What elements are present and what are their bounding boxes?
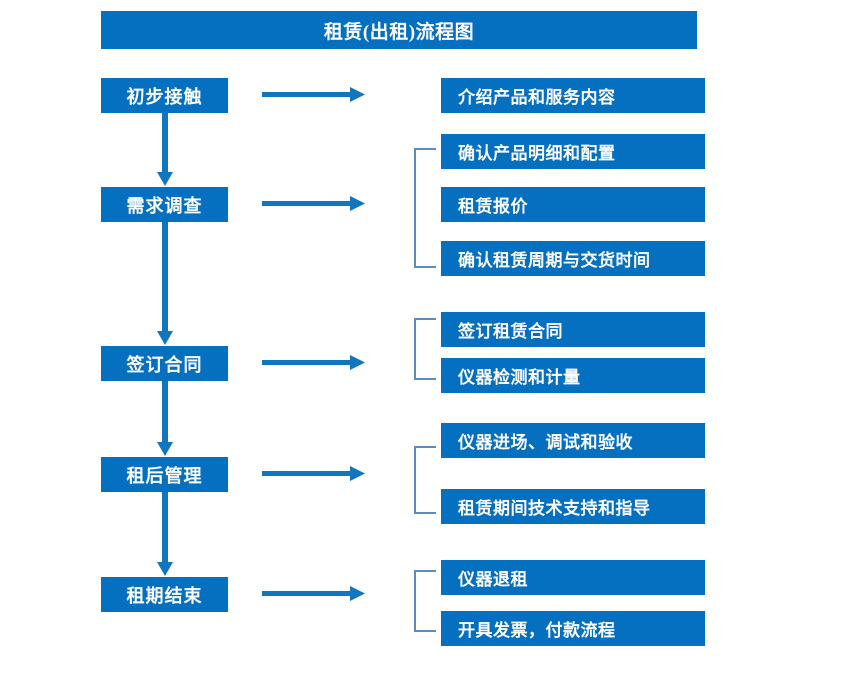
arrow-right-icon-2	[262, 196, 365, 211]
stage-box-4[interactable]: 租后管理	[101, 457, 228, 492]
arrow-down-icon-2	[157, 222, 173, 345]
detail-box-1-1[interactable]: 介绍产品和服务内容	[441, 78, 705, 113]
arrow-down-icon-3	[157, 381, 173, 456]
arrow-down-icon-4	[157, 492, 173, 576]
detail-box-3-2[interactable]: 仪器检测和计量	[441, 358, 705, 393]
stage-box-5[interactable]: 租期结束	[101, 577, 228, 612]
arrow-right-icon-5	[262, 586, 365, 601]
detail-box-5-1[interactable]: 仪器退租	[441, 560, 705, 595]
arrow-down-icon-1	[157, 113, 173, 186]
stage-box-3[interactable]: 签订合同	[101, 346, 228, 381]
detail-box-2-3[interactable]: 确认租赁周期与交货时间	[441, 241, 705, 276]
page-title: 租赁(出租)流程图	[101, 11, 697, 49]
detail-box-3-1[interactable]: 签订租赁合同	[441, 312, 705, 347]
group-bracket-icon-5	[414, 570, 436, 632]
arrow-right-icon-4	[262, 466, 365, 481]
detail-box-4-1[interactable]: 仪器进场、调试和验收	[441, 423, 705, 458]
group-bracket-icon-4	[414, 446, 436, 514]
arrow-right-icon-1	[262, 87, 365, 102]
stage-box-2[interactable]: 需求调查	[101, 187, 228, 222]
arrow-right-icon-3	[262, 355, 365, 370]
detail-box-2-2[interactable]: 租赁报价	[441, 187, 705, 222]
group-bracket-icon-2	[414, 148, 436, 268]
detail-box-5-2[interactable]: 开具发票，付款流程	[441, 611, 705, 646]
group-bracket-icon-3	[414, 318, 436, 380]
detail-box-4-2[interactable]: 租赁期间技术支持和指导	[441, 489, 705, 524]
stage-box-1[interactable]: 初步接触	[101, 78, 228, 113]
detail-box-2-1[interactable]: 确认产品明细和配置	[441, 134, 705, 169]
